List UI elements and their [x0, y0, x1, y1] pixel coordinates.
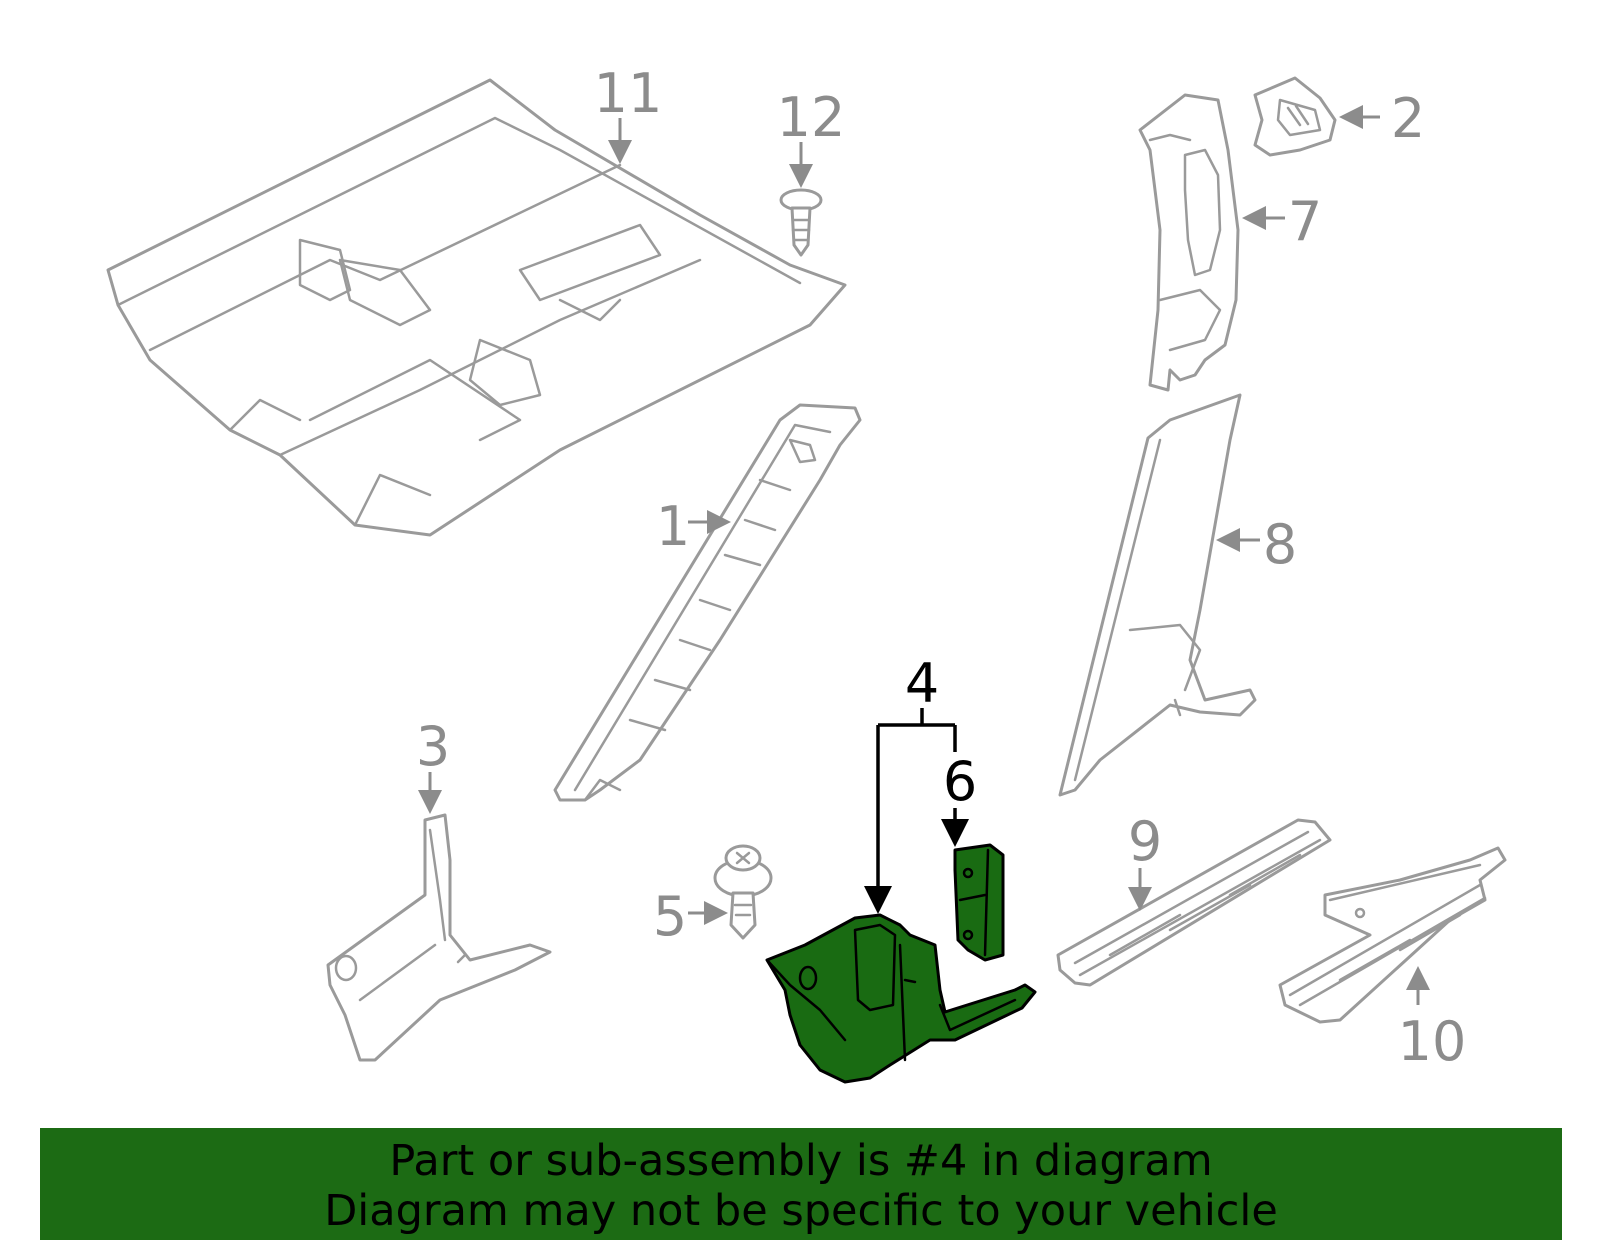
label-4: 4 — [905, 652, 939, 715]
label-2: 2 — [1391, 87, 1425, 150]
part-11-floor-carpet — [106, 78, 847, 537]
part-3-kick-panel — [326, 813, 552, 1062]
banner-line-disclaimer: Diagram may not be specific to your vehi… — [324, 1186, 1278, 1236]
callout-11: 11 — [594, 62, 663, 164]
part-8-pillar-trim — [1058, 393, 1257, 797]
label-12: 12 — [777, 86, 846, 149]
label-3: 3 — [416, 715, 450, 778]
callout-6: 6 — [941, 750, 977, 847]
label-1: 1 — [656, 495, 690, 558]
part-7-upper-pillar-trim — [1138, 93, 1240, 392]
label-6: 6 — [943, 750, 977, 813]
part-1-front-pillar-trim — [553, 403, 862, 802]
callout-2: 2 — [1339, 87, 1425, 150]
callout-3: 3 — [416, 715, 450, 814]
part-5-screw-clip — [713, 844, 773, 940]
part-2-clip — [1253, 76, 1337, 157]
callout-1: 1 — [656, 495, 731, 558]
callout-4: 4 — [864, 652, 957, 914]
banner-line-part-number: Part or sub-assembly is #4 in diagram — [389, 1136, 1213, 1186]
label-8: 8 — [1263, 513, 1297, 576]
callout-9: 9 — [1128, 810, 1162, 911]
label-7: 7 — [1288, 190, 1322, 253]
part-4-lower-trim-highlighted — [765, 913, 1037, 1084]
part-12-push-clip — [779, 188, 823, 257]
notice-banner: Part or sub-assembly is #4 in diagram Di… — [40, 1128, 1562, 1240]
part-9-sill-plate — [1056, 818, 1332, 987]
label-9: 9 — [1128, 810, 1162, 873]
callout-5: 5 — [653, 885, 728, 948]
callout-7: 7 — [1242, 190, 1322, 253]
label-10: 10 — [1398, 1010, 1467, 1073]
label-11: 11 — [594, 62, 663, 125]
label-5: 5 — [653, 885, 687, 948]
callout-12: 12 — [777, 86, 846, 188]
callout-10: 10 — [1398, 966, 1467, 1073]
part-6-clip — [953, 843, 1005, 962]
part-10-sill-plate — [1278, 846, 1507, 1024]
callout-8: 8 — [1216, 513, 1297, 576]
